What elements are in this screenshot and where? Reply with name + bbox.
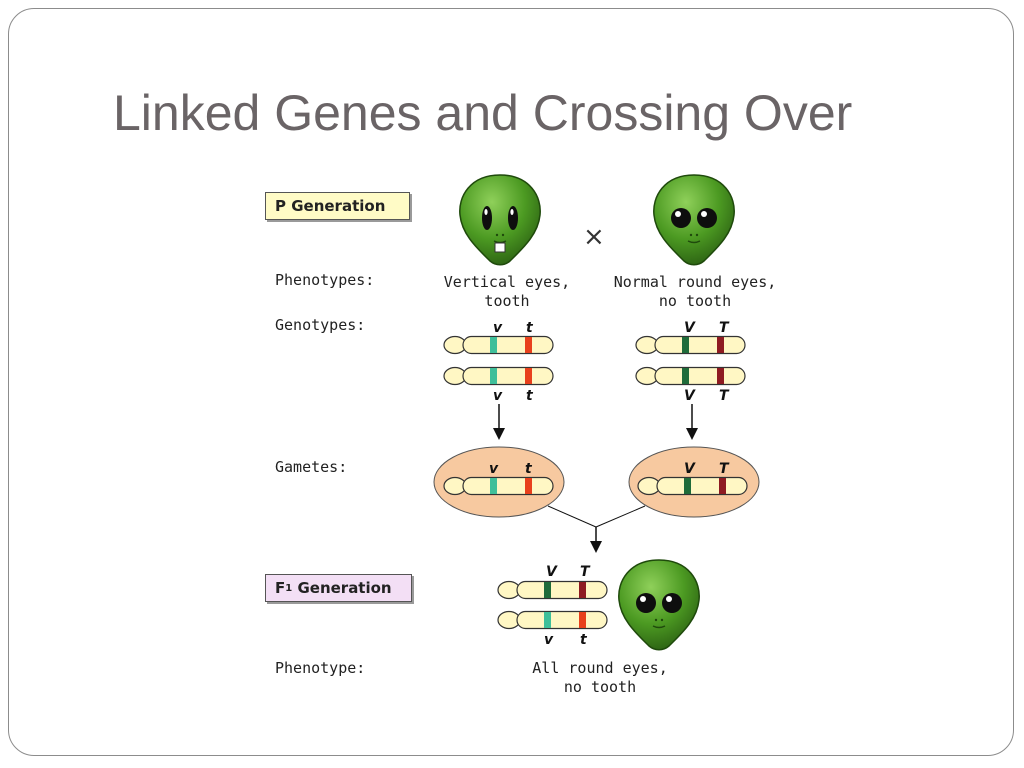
chromosome-p1-top: [443, 335, 554, 355]
phenotypes-row-label: Phenotypes:: [275, 271, 375, 289]
phenotype-row-label: Phenotype:: [275, 659, 366, 677]
allele-label: v: [544, 632, 554, 648]
parent1-phenotype-line2: tooth: [484, 292, 530, 310]
arrow-down-icon: [686, 404, 698, 440]
allele-label: v: [489, 461, 499, 477]
f1-generation-suffix: Generation: [297, 579, 392, 597]
allele-label: V: [684, 388, 696, 404]
gamete-p2: [628, 446, 760, 518]
allele-label: T: [719, 320, 730, 336]
f1-generation-prefix: F: [275, 579, 286, 597]
allele-label: V: [684, 461, 696, 477]
f1-phenotype: All round eyes, no tooth: [520, 659, 680, 697]
parent1-phenotype-line1: Vertical eyes,: [443, 273, 571, 291]
fertilization-lines: [547, 505, 646, 553]
allele-label: V: [546, 564, 558, 580]
chromosome-p2-top: [635, 335, 746, 355]
f1-phenotype-line1: All round eyes,: [532, 659, 668, 677]
parent1-phenotype: Vertical eyes, tooth: [427, 273, 587, 311]
allele-label: t: [580, 632, 588, 648]
allele-label: v: [493, 388, 503, 404]
cross-symbol: ×: [583, 222, 605, 252]
slide-frame: [8, 8, 1014, 756]
chromosome-f1-bottom: [497, 610, 608, 630]
genotypes-row-label: Genotypes:: [275, 316, 366, 334]
alien-round-eyes-icon: [653, 174, 735, 266]
f1-generation-subscript: 1: [285, 582, 293, 594]
gamete-p1: [433, 446, 565, 518]
allele-label: t: [526, 388, 534, 404]
parent2-phenotype-line1: Normal round eyes,: [613, 273, 777, 291]
allele-label: t: [526, 320, 534, 336]
alien-vertical-eyes-icon: [459, 174, 541, 266]
f1-phenotype-line2: no tooth: [563, 678, 637, 696]
allele-label: T: [719, 461, 730, 477]
allele-label: T: [719, 388, 730, 404]
chromosome-p1-bottom: [443, 366, 554, 386]
p-generation-label: P Generation: [275, 197, 386, 215]
chromosome-f1-top: [497, 580, 608, 600]
alien-f1-round-eyes-icon: [618, 559, 700, 651]
gametes-row-label: Gametes:: [275, 458, 348, 476]
parent2-phenotype: Normal round eyes, no tooth: [605, 273, 785, 311]
allele-label: V: [684, 320, 696, 336]
allele-label: t: [525, 461, 533, 477]
slide-title: Linked Genes and Crossing Over: [113, 85, 853, 141]
allele-label: T: [580, 564, 591, 580]
chromosome-p2-bottom: [635, 366, 746, 386]
parent2-phenotype-line2: no tooth: [658, 292, 732, 310]
p-generation-box: P Generation: [265, 192, 410, 220]
allele-label: v: [493, 320, 503, 336]
arrow-down-icon: [590, 541, 602, 553]
arrow-down-icon: [493, 404, 505, 440]
